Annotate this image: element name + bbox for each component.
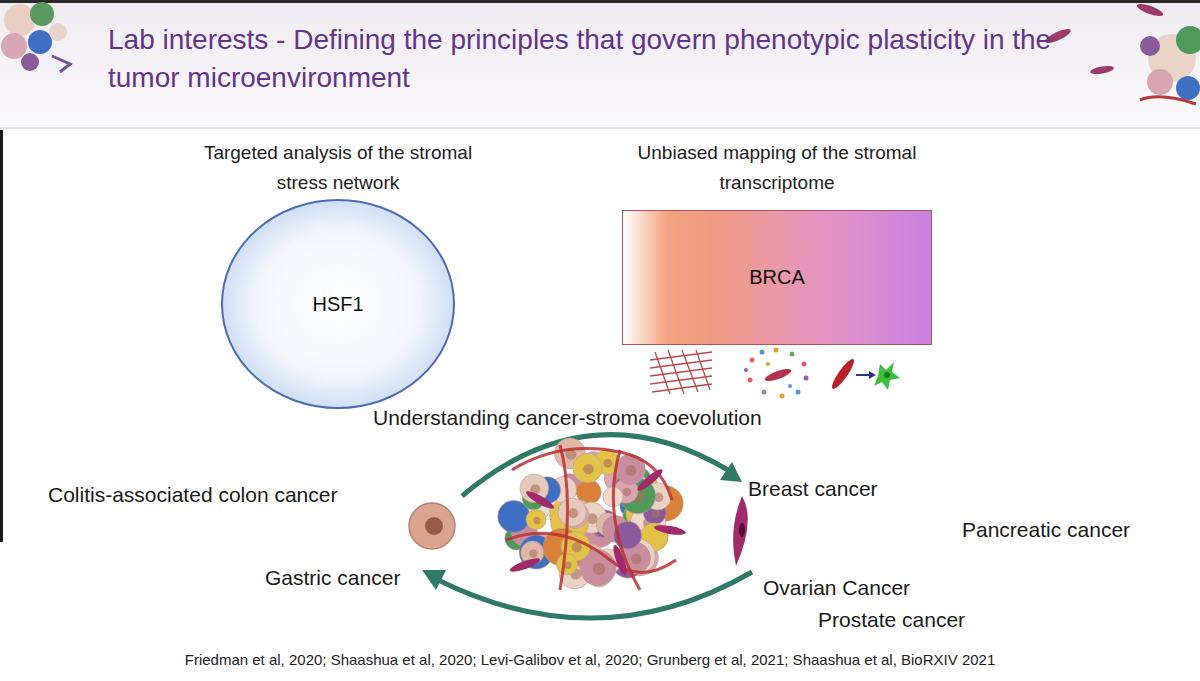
vessel xyxy=(1140,97,1196,104)
arrow-head xyxy=(869,371,876,379)
fiber xyxy=(655,350,710,394)
fibroblast xyxy=(611,544,629,577)
cancer-type-label: Pancreatic cancer xyxy=(962,517,1130,543)
nucleus xyxy=(884,372,890,378)
node-heading: Targeted analysis of the stromal stress … xyxy=(190,138,486,198)
fibroblast-cell xyxy=(733,496,748,566)
cancer-type-label: Ovarian Cancer xyxy=(763,575,910,601)
cancer-type-label: Gastric cancer xyxy=(265,565,400,591)
fibroblast xyxy=(763,366,792,383)
cell xyxy=(1176,26,1200,54)
dot xyxy=(760,350,765,355)
ecm-mesh xyxy=(650,350,712,394)
activated-cell xyxy=(874,362,900,390)
vessel xyxy=(560,445,568,590)
nucleus xyxy=(529,550,537,558)
box-node: Unbiased mapping of the stromal transcri… xyxy=(600,138,954,345)
nucleus xyxy=(583,464,593,474)
dot xyxy=(748,378,753,383)
cell xyxy=(28,30,52,54)
dot xyxy=(804,376,809,381)
dot xyxy=(788,384,792,388)
cancer-type-label: Prostate cancer xyxy=(818,607,965,633)
fibroblast xyxy=(509,556,542,574)
nucleus xyxy=(593,563,606,576)
nucleus xyxy=(425,517,443,535)
secreted-factors xyxy=(744,348,809,399)
tumor-cell xyxy=(526,510,546,530)
vessel xyxy=(613,450,640,590)
section-label: Understanding cancer-stroma coevolution xyxy=(373,405,762,431)
coevolution-cycle xyxy=(422,435,752,618)
fibroblast xyxy=(524,489,556,512)
cell xyxy=(49,23,67,41)
nucleus xyxy=(739,523,745,537)
citation-caption: Friedman et al, 2020; Shaashua et al, 20… xyxy=(90,651,1090,668)
top-edge xyxy=(0,0,1200,3)
cell-body xyxy=(409,503,455,549)
nucleus xyxy=(534,517,541,524)
title-band-edge xyxy=(0,127,1200,129)
nucleus xyxy=(623,488,632,497)
fibroblast xyxy=(1090,64,1115,75)
dot xyxy=(762,390,767,395)
tumor-cell xyxy=(573,453,602,482)
fibroblast xyxy=(733,496,748,566)
fibroblast xyxy=(829,357,857,392)
nucleus xyxy=(631,554,642,565)
cancer-type-label: Breast cancer xyxy=(748,476,878,502)
slide-title: Lab interests - Defining the principles … xyxy=(108,21,1108,97)
dot xyxy=(744,368,748,372)
arrow-head xyxy=(720,462,742,482)
cancer-cell xyxy=(409,503,455,549)
left-edge xyxy=(0,130,3,542)
fibroblast-transition xyxy=(829,357,900,392)
vessel xyxy=(512,449,672,500)
cell xyxy=(30,2,54,26)
dot xyxy=(766,362,770,366)
cell-process xyxy=(52,56,70,72)
cell xyxy=(1140,36,1160,56)
fibroblast xyxy=(635,467,665,494)
nucleus xyxy=(652,510,660,518)
tumor-cell xyxy=(556,554,577,575)
tumor-cell xyxy=(558,498,586,526)
node-label: HSF1 xyxy=(312,293,363,316)
fibroblast xyxy=(654,523,687,536)
tumor-cluster xyxy=(498,438,687,590)
nucleus xyxy=(572,542,582,552)
cell xyxy=(1147,69,1173,95)
cell xyxy=(1176,76,1200,100)
arrow-head xyxy=(422,570,446,590)
node-label: BRCA xyxy=(749,266,805,289)
dot xyxy=(796,390,801,395)
circle-node: Targeted analysis of the stromal stress … xyxy=(190,138,486,410)
nucleus xyxy=(568,508,578,518)
gradient-box: BRCA xyxy=(622,210,932,345)
node-heading: Unbiased mapping of the stromal transcri… xyxy=(600,138,954,198)
dot xyxy=(774,348,779,353)
cell xyxy=(1,33,27,59)
corner-cells xyxy=(1044,1,1200,104)
cell xyxy=(21,53,39,71)
fibroblast xyxy=(1135,1,1164,18)
circle-shape: HSF1 xyxy=(220,198,456,410)
circle xyxy=(222,200,454,408)
title-band xyxy=(0,0,1200,128)
nucleus xyxy=(603,459,612,468)
dot xyxy=(790,352,795,357)
dot xyxy=(780,394,785,399)
dot xyxy=(750,358,755,363)
dot xyxy=(802,362,807,367)
nucleus xyxy=(626,465,637,476)
cancer-type-label: Colitis-associated colon cancer xyxy=(48,482,337,508)
corner-cells xyxy=(1,2,70,72)
